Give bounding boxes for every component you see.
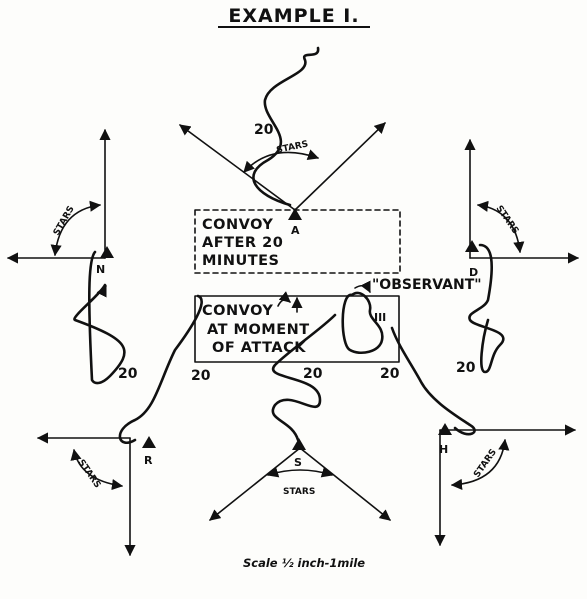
sub-n-track: [73, 250, 126, 385]
scale-label: Scale ½ inch-1mile: [243, 556, 365, 570]
sub-h-stars-arc: [450, 438, 510, 490]
sub-d-stars-arc: [476, 200, 525, 254]
sub-d-stars-label: STARS: [494, 204, 521, 236]
submarine-h-group: STARS H 20: [380, 326, 577, 547]
sub-r-track-minutes: 20: [191, 368, 211, 384]
sub-a-bearing-right: [294, 122, 386, 211]
convoy-after-border: [194, 209, 401, 274]
sub-n-icon: [100, 246, 114, 258]
sub-n-stars-label: STARS: [52, 205, 77, 238]
sub-s-stars-label: STARS: [283, 487, 315, 497]
convoy-attack-line3: OF ATTACK: [212, 340, 306, 356]
sub-d-track: [468, 243, 505, 374]
submarine-r-group: STARS R 20: [36, 294, 211, 557]
sub-r-track: [118, 294, 203, 444]
sub-h-track-minutes: 20: [380, 366, 400, 382]
sub-a-label: A: [291, 224, 300, 237]
sub-n-label: N: [96, 263, 105, 276]
sub-d-label: D: [469, 266, 478, 279]
convoy-after-line1: CONVOY: [202, 217, 273, 233]
sub-a-bearing-left: [179, 124, 296, 211]
sub-a-track: [252, 46, 320, 207]
submarine-a-group: STARS 20 A: [179, 46, 386, 237]
submarine-d-group: STARS D 20: [456, 138, 580, 376]
convoy-attack-line2: AT MOMENT: [207, 322, 310, 338]
diagram-title: EXAMPLE I.: [228, 5, 359, 27]
sub-r-label: R: [144, 454, 153, 467]
sub-s-track-minutes: 20: [303, 366, 323, 382]
observant-track: [341, 291, 384, 354]
sub-n-stars-arc: [50, 200, 102, 257]
sub-s-label: S: [294, 456, 302, 469]
sub-h-icon: [438, 423, 452, 435]
observant-label: "OBSERVANT": [372, 277, 482, 293]
convoy-after-line2: AFTER 20: [202, 235, 283, 251]
sub-a-track-minutes: 20: [254, 122, 274, 138]
convoy-attack-line1: CONVOY: [202, 303, 273, 319]
sub-d-track-minutes: 20: [456, 360, 476, 376]
sub-n-track-minutes: 20: [118, 366, 138, 382]
convoy-attack-box: CONVOY AT MOMENT OF ATTACK III: [194, 280, 400, 363]
sub-r-stars-label: STARS: [76, 458, 103, 490]
sub-s-track: [271, 313, 337, 442]
observant-arrow: [354, 280, 371, 294]
submarine-s-group: STARS S 20: [209, 313, 391, 521]
sub-h-label: H: [439, 443, 448, 456]
sub-s-stars-arc: [266, 466, 334, 478]
sub-s-icon: [292, 438, 306, 450]
sub-s-bearing-left: [209, 447, 301, 521]
sub-h-track: [390, 326, 476, 436]
submarine-n-group: STARS N 20: [6, 128, 138, 385]
sub-r-stars-arc: [70, 448, 124, 491]
sub-s-bearing-right: [299, 447, 391, 521]
convoy-after-line3: MINUTES: [202, 253, 279, 269]
convoy-attack-border: [194, 295, 400, 363]
sub-n-track-arrow: [96, 284, 107, 298]
convoy-after-box: CONVOY AFTER 20 MINUTES: [194, 209, 401, 274]
convoy-turn-symbol: [277, 291, 291, 307]
sub-a-icon: [288, 208, 302, 220]
sub-r-icon: [142, 436, 156, 448]
ship-marker: III: [374, 311, 386, 324]
sub-d-icon: [465, 240, 479, 252]
